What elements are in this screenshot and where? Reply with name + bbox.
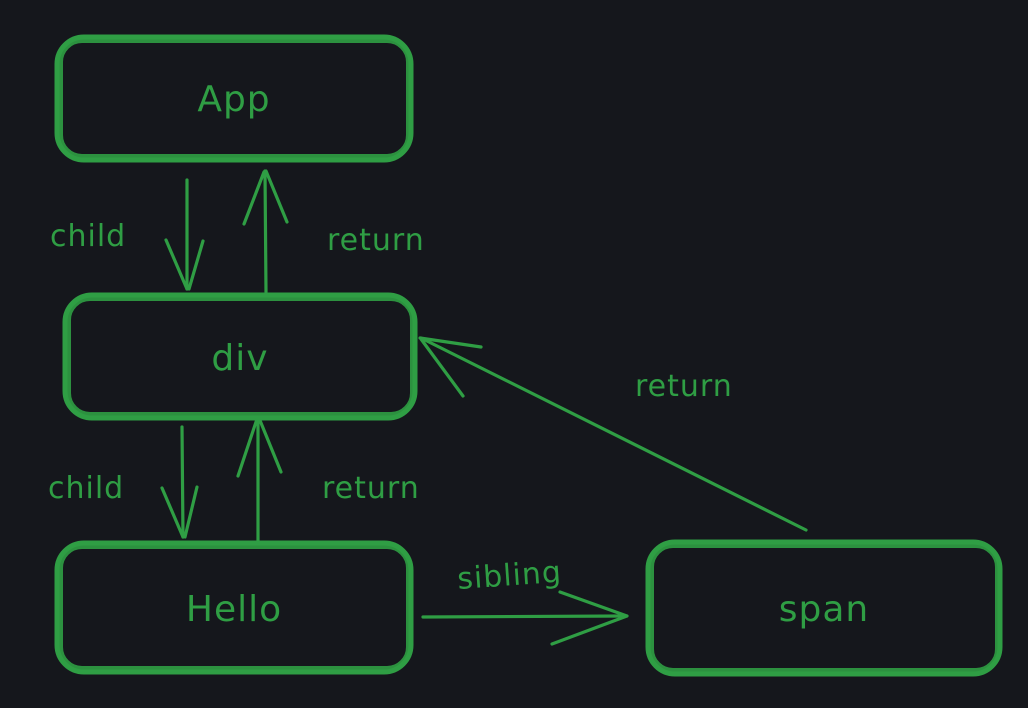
node-span[interactable]: span	[645, 539, 1003, 677]
node-hello-label: Hello	[186, 589, 282, 630]
edge-span-to-div-label: return	[635, 369, 733, 404]
edge-hello-to-div-label: return	[322, 471, 420, 506]
node-hello[interactable]: Hello	[54, 540, 414, 675]
arrowhead-down-icon	[160, 485, 199, 539]
arrowhead-right-icon	[550, 590, 629, 646]
node-div-label: div	[211, 338, 268, 379]
edge-hello-to-span[interactable]: sibling	[421, 555, 629, 646]
node-app-label: App	[197, 79, 270, 120]
node-app-box[interactable]	[54, 34, 414, 163]
edge-div-to-app[interactable]: return	[242, 169, 425, 294]
edge-div-to-hello-label: child	[48, 471, 124, 506]
edge-app-to-div[interactable]: child	[50, 178, 205, 291]
node-span-box-sketch	[650, 544, 999, 672]
node-app[interactable]: App	[54, 34, 414, 163]
node-hello-box[interactable]	[54, 540, 414, 675]
edge-hello-to-span-shaft[interactable]	[421, 614, 627, 619]
node-span-box[interactable]	[645, 539, 1003, 677]
arrowhead-up-icon	[236, 416, 283, 478]
edge-app-to-div-label: child	[50, 219, 126, 254]
edge-div-to-app-label: return	[327, 223, 425, 258]
edge-div-to-hello[interactable]: child	[48, 425, 199, 539]
node-div-box-sketch	[67, 297, 414, 416]
node-hello-box-sketch	[59, 545, 410, 670]
edge-span-to-div[interactable]: return	[418, 336, 808, 532]
node-div-box[interactable]	[62, 292, 418, 421]
arrowhead-upleft-icon	[418, 336, 483, 398]
edge-div-to-app-shaft[interactable]	[263, 169, 268, 294]
arrowhead-down-icon	[164, 238, 205, 291]
node-span-label: span	[779, 589, 869, 630]
edge-div-to-hello-shaft[interactable]	[180, 425, 185, 539]
edge-hello-to-span-label: sibling	[456, 555, 563, 597]
edge-hello-to-div[interactable]: return	[236, 416, 420, 544]
edge-span-to-div-shaft[interactable]	[419, 336, 808, 532]
arrowhead-up-icon	[242, 169, 289, 226]
node-app-box-sketch	[59, 39, 410, 158]
node-div[interactable]: div	[62, 292, 418, 421]
